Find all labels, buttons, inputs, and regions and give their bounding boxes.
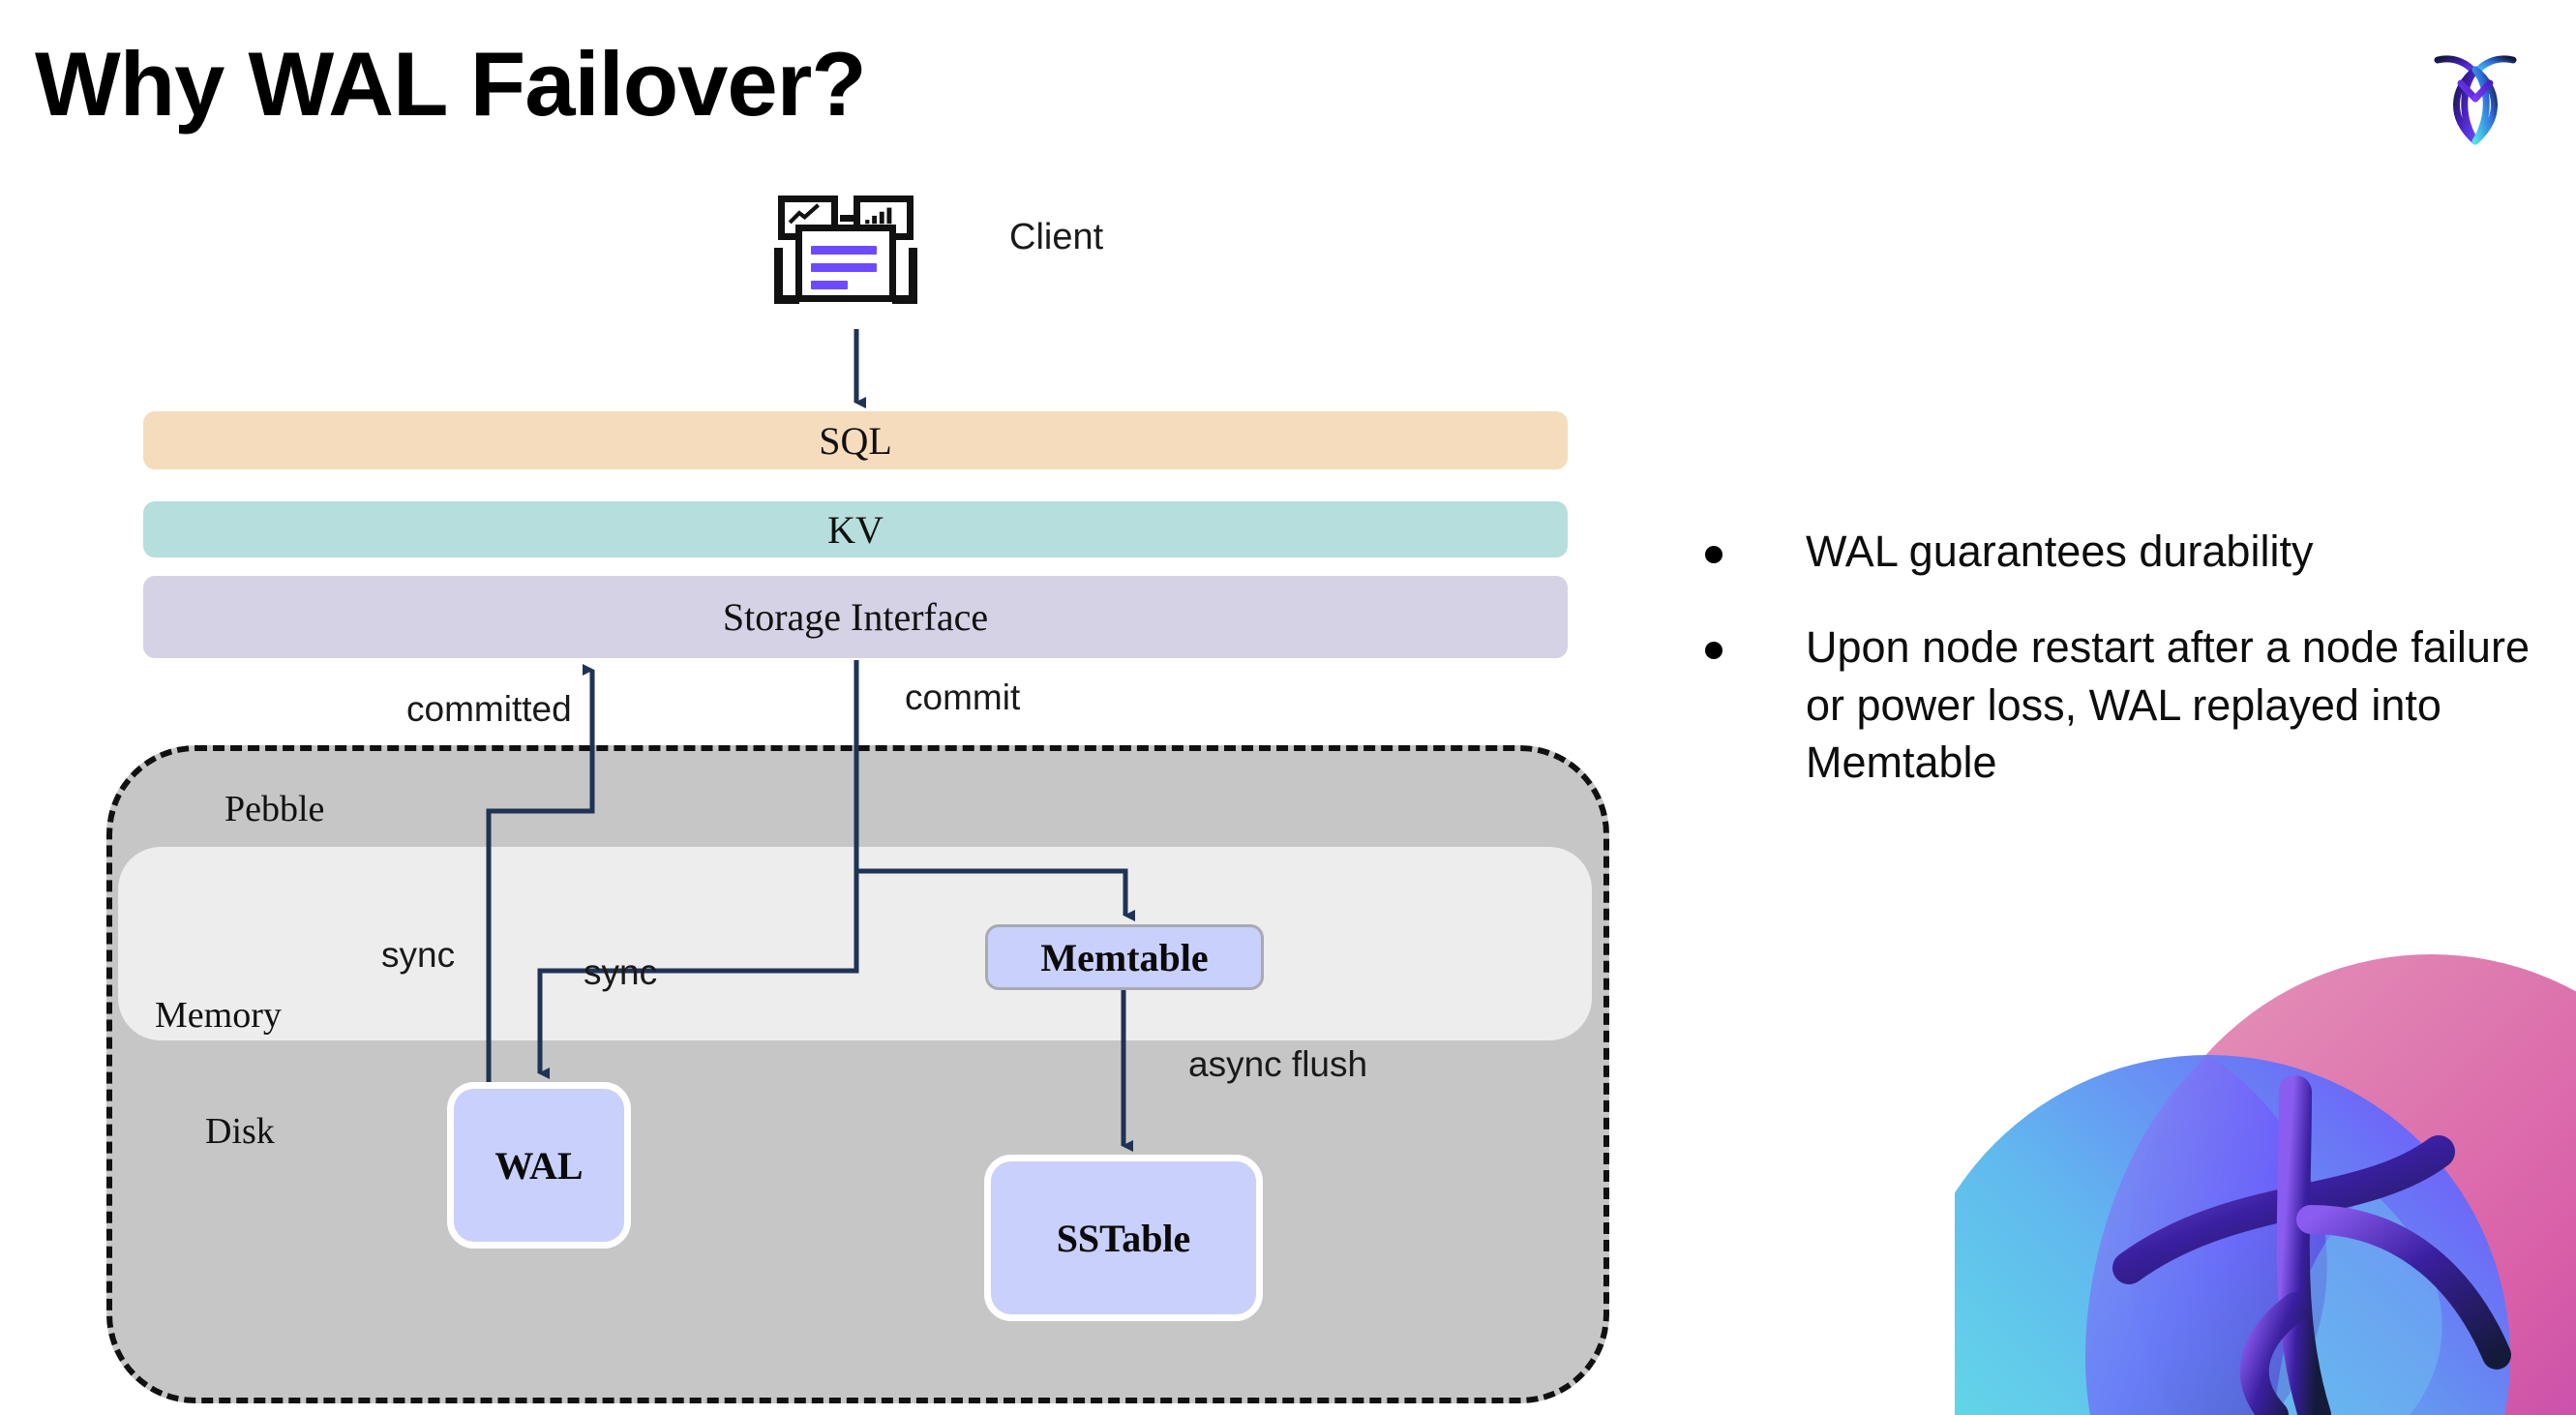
client-icon (774, 194, 929, 334)
decorative-gradient-circles (1955, 954, 2576, 1415)
sstable-label: SSTable (1056, 1216, 1191, 1260)
wal-box: WAL (447, 1082, 631, 1249)
decorative-brand-artwork (1955, 900, 2576, 1415)
memtable-box: Memtable (985, 924, 1264, 990)
pebble-label: Pebble (225, 789, 325, 829)
bracket-right-icon (892, 248, 917, 304)
edge-label-async-flush: async flush (1188, 1044, 1368, 1084)
bullet-dot-icon (1705, 642, 1722, 660)
terminal-text-line (811, 246, 877, 255)
memory-zone (118, 847, 1592, 1040)
layer-bar-storage-interface-label: Storage Interface (722, 595, 989, 639)
terminal-text-line (811, 281, 848, 289)
icon-separator-dash (840, 215, 854, 222)
edge-label-sync-2: sync (584, 952, 658, 992)
edge-label-committed: committed (406, 689, 572, 729)
page-title: Why WAL Failover? (35, 33, 867, 135)
bullet-list: WAL guarantees durability Upon node rest… (1705, 523, 2537, 830)
terminal-text-line (811, 263, 877, 272)
memory-zone-label: Memory (155, 995, 282, 1036)
memtable-label: Memtable (1040, 935, 1209, 979)
layer-bar-storage-interface: Storage Interface (143, 576, 1568, 658)
disk-zone-label: Disk (205, 1111, 275, 1152)
list-item: Upon node restart after a node failure o… (1705, 618, 2537, 791)
layer-bar-kv: KV (143, 501, 1568, 557)
wal-label: WAL (494, 1143, 584, 1188)
client-label: Client (1009, 217, 1104, 257)
list-item: WAL guarantees durability (1705, 523, 2537, 580)
bracket-left-icon (774, 248, 799, 304)
layer-bar-sql-label: SQL (819, 418, 892, 463)
bullet-text: Upon node restart after a node failure o… (1806, 622, 2530, 788)
cockroachdb-logo-glyph (2434, 55, 2517, 145)
layer-bar-kv-label: KV (827, 507, 884, 552)
bullet-text: WAL guarantees durability (1806, 527, 2314, 576)
cockroachdb-logo (2422, 39, 2529, 153)
bullet-dot-icon (1705, 546, 1722, 563)
edge-label-sync-1: sync (381, 935, 456, 975)
layer-bar-sql: SQL (143, 411, 1568, 469)
sstable-box: SSTable (984, 1155, 1263, 1321)
edge-label-commit: commit (905, 677, 1021, 717)
pebble-container (106, 745, 1609, 1403)
